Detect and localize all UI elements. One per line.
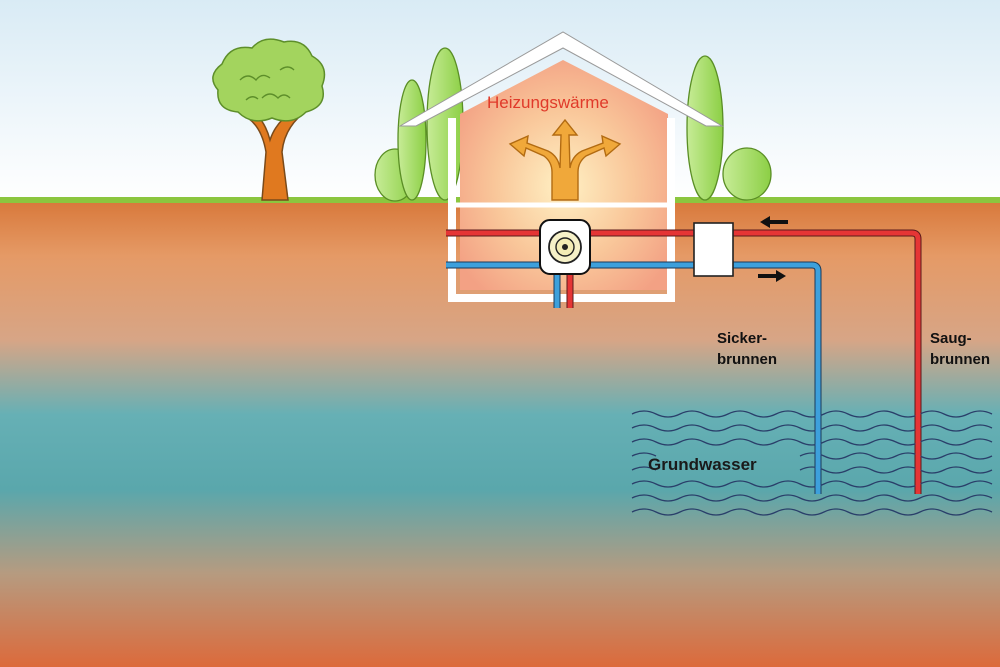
heat-distribution-arrows: [508, 118, 622, 201]
infiltration-well-label: Sicker- brunnen: [717, 330, 777, 368]
hot-pipe: [446, 229, 922, 494]
heat-exchanger-icon: [693, 222, 734, 277]
arrow-right-icon: [758, 270, 786, 282]
bushes-left: [374, 47, 464, 202]
arrow-left-icon: [760, 216, 788, 228]
groundwater-waves: [631, 410, 993, 516]
suction-well-label: Saug- brunnen: [930, 330, 990, 368]
groundwater-label: Grundwasser: [648, 455, 757, 474]
bushes-right: [686, 55, 772, 201]
cold-pipe: [446, 261, 822, 494]
heat-pump-icon: [539, 219, 591, 275]
heating-heat-label: Heizungswärme: [487, 93, 609, 112]
tree-icon: [212, 38, 326, 201]
